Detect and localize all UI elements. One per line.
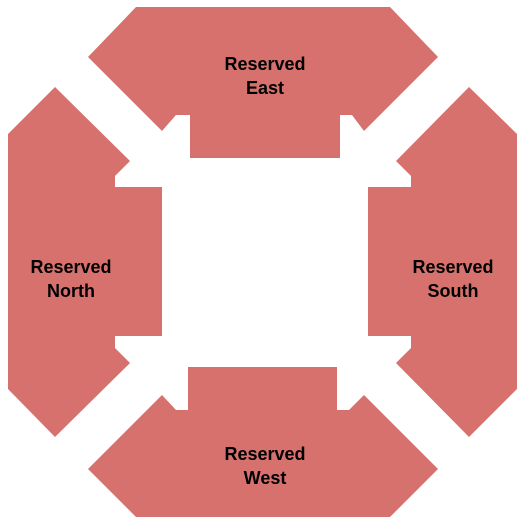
section-reserved-west-shape[interactable] bbox=[88, 367, 438, 517]
section-reserved-east-shape[interactable] bbox=[88, 7, 438, 158]
section-reserved-south-shape[interactable] bbox=[368, 87, 517, 437]
section-reserved-north-shape[interactable] bbox=[8, 87, 162, 437]
